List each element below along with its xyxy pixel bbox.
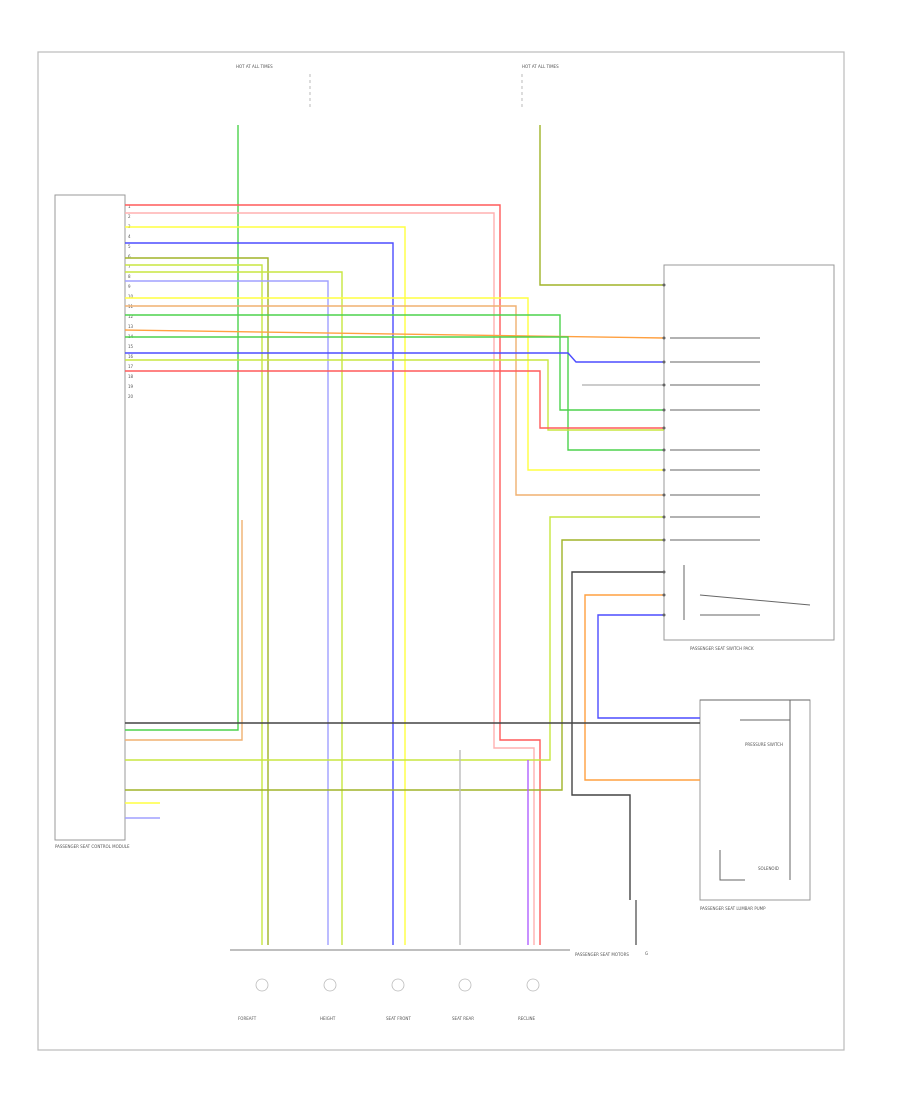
- motor-label-2: HEIGHT: [320, 1016, 336, 1021]
- terminal: [662, 538, 666, 542]
- motor-label-4: SEAT REAR: [452, 1016, 474, 1021]
- motor-symbols: [255, 978, 540, 992]
- hot-label-right: HOT AT ALL TIMES: [522, 64, 559, 69]
- terminal: [662, 336, 666, 340]
- motor-1: [255, 978, 269, 992]
- pin-18: 18: [128, 374, 134, 379]
- switch-pack-label: PASSENGER SEAT SWITCH PACK: [690, 646, 754, 651]
- wire-p6-lime: [125, 264, 263, 945]
- wires: [124, 125, 700, 945]
- wire-p16-lime: [125, 359, 664, 431]
- wire-p12-green: [125, 314, 664, 411]
- pin-10: 10: [128, 294, 134, 299]
- terminal: [662, 493, 666, 497]
- wire-p4-blue: [125, 242, 394, 945]
- terminal: [662, 515, 666, 519]
- pressure-switch-label: PRESSURE SWITCH: [745, 742, 783, 747]
- module-pin-labels: 1 2 3 4 5 6 7 8 9 10 11 12 13 14 15 16 1…: [128, 204, 134, 399]
- wire-bottom-tan: [125, 520, 243, 741]
- motor-label-3: SEAT FRONT: [386, 1016, 411, 1021]
- wire-p13-orange: [124, 329, 665, 339]
- wire-p7-lime: [125, 271, 343, 945]
- pin-4: 4: [128, 234, 131, 239]
- terminal: [662, 448, 666, 452]
- motor-label-5: RECLINE: [518, 1016, 536, 1021]
- terminal: [662, 383, 666, 387]
- pin-8: 8: [128, 274, 131, 279]
- wire-p1-red: [125, 204, 541, 945]
- pin-16: 16: [128, 354, 134, 359]
- lumbar-pump-label: PASSENGER SEAT LUMBAR PUMP: [700, 906, 766, 911]
- lumbar-pump-box: [699, 699, 811, 901]
- switch-internal: [670, 337, 811, 881]
- pin-7: 7: [128, 264, 131, 269]
- module-label: PASSENGER SEAT CONTROL MODULE: [55, 844, 130, 849]
- motor-3: [391, 978, 405, 992]
- pin-13: 13: [128, 324, 134, 329]
- terminal: [662, 593, 666, 597]
- pin-6: 6: [128, 254, 131, 259]
- motors-label: PASSENGER SEAT MOTORS: [575, 952, 629, 957]
- motor-labels: FOREAFT HEIGHT SEAT FRONT SEAT REAR RECL…: [238, 1016, 536, 1021]
- wire-lime-lower: [125, 516, 664, 761]
- ground-label: G: [645, 951, 648, 956]
- hot-label-left: HOT AT ALL TIMES: [236, 64, 273, 69]
- terminal: [662, 468, 666, 472]
- solenoid-label: SOLENOID: [758, 866, 779, 871]
- pin-17: 17: [128, 364, 134, 369]
- pin-19: 19: [128, 384, 134, 389]
- terminal: [662, 570, 666, 574]
- wire-olive-lower: [125, 539, 664, 791]
- terminal: [662, 426, 666, 430]
- wire-hot-left: [125, 125, 239, 731]
- switch-terminals: [662, 283, 666, 617]
- wire-p15-blue: [125, 352, 664, 363]
- terminal: [662, 283, 666, 287]
- pin-2: 2: [128, 214, 131, 219]
- wire-p11-tan: [125, 305, 664, 496]
- wire-p14-green: [125, 336, 664, 451]
- wire-p2-pink: [125, 212, 535, 945]
- wire-p10-yellow: [125, 297, 664, 471]
- wire-p8-ltblue: [125, 280, 329, 945]
- switch-pack-box: [663, 264, 835, 641]
- wire-blue-lower: [597, 614, 700, 719]
- pin-1: 1: [128, 204, 131, 209]
- wire-p5-olive: [125, 257, 269, 945]
- motor-label-1: FOREAFT: [238, 1016, 257, 1021]
- motor-2: [323, 978, 337, 992]
- wire-orange-lower: [584, 594, 700, 781]
- pin-5: 5: [128, 244, 131, 249]
- wire-p3-yellow: [125, 226, 406, 945]
- diagram-frame: [37, 51, 845, 1051]
- wire-p17-red: [125, 370, 664, 429]
- pin-20: 20: [128, 394, 134, 399]
- wire-black-lower: [571, 571, 664, 900]
- terminal: [662, 408, 666, 412]
- terminal: [662, 613, 666, 617]
- terminal: [662, 360, 666, 364]
- pin-15: 15: [128, 344, 134, 349]
- passenger-seat-module-box: [54, 194, 126, 841]
- pin-9: 9: [128, 284, 131, 289]
- pin-12: 12: [128, 314, 134, 319]
- motor-4: [458, 978, 472, 992]
- motor-5: [526, 978, 540, 992]
- wire-hot-right: [539, 125, 664, 286]
